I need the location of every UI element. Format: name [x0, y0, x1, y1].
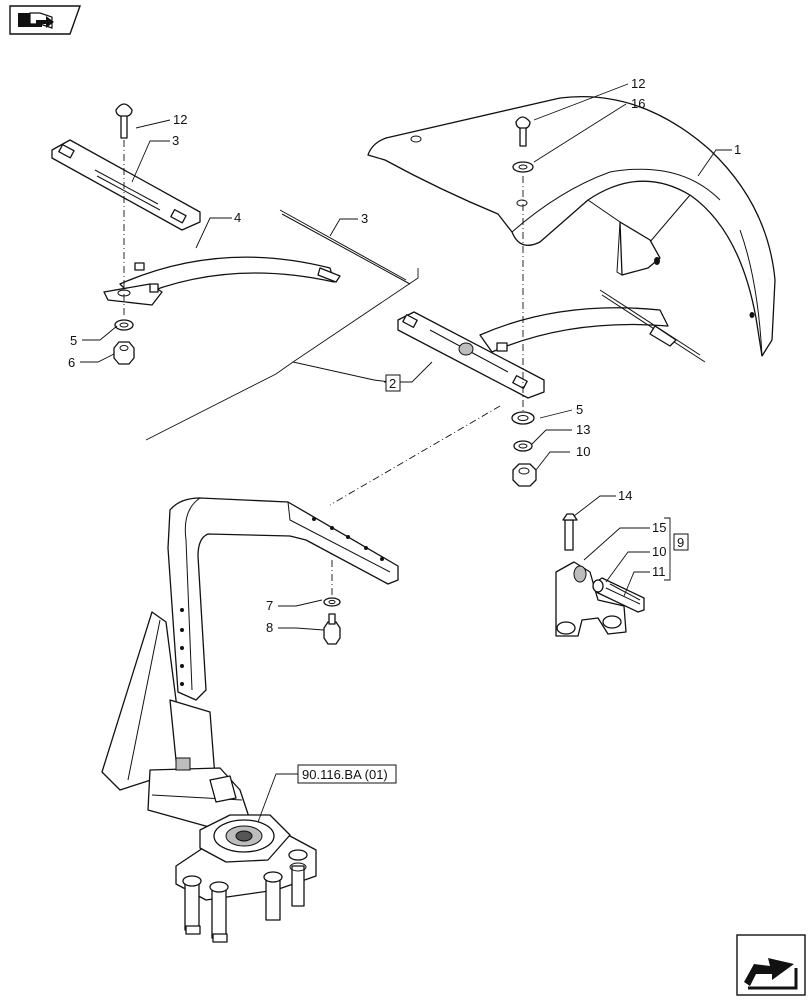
left-bracket-4: [103, 256, 341, 306]
callout-16[interactable]: 16: [631, 96, 645, 111]
callouts: 12 3 4 3 5 6 12 16 1 5 13 10 14 15 10 11…: [68, 76, 741, 635]
callout-1[interactable]: 1: [734, 142, 741, 157]
callout-10-bracket[interactable]: 10: [652, 544, 666, 559]
boxed-callout-9[interactable]: 9: [673, 533, 689, 551]
next-page-arrow-icon[interactable]: [736, 934, 808, 998]
callout-13[interactable]: 13: [576, 422, 590, 437]
callout-2[interactable]: 2: [389, 376, 396, 391]
right-hardware-stack: [511, 116, 537, 487]
callout-9[interactable]: 9: [677, 535, 684, 550]
left-strap: [51, 139, 201, 231]
right-bracket-assembly: [397, 289, 706, 399]
support-bracket: [101, 497, 399, 831]
callout-12-left[interactable]: 12: [173, 112, 187, 127]
reference-link[interactable]: 90.116.BA (01): [297, 764, 397, 784]
callout-11[interactable]: 11: [652, 564, 666, 579]
callout-12-right[interactable]: 12: [631, 76, 645, 91]
fender: [367, 95, 776, 357]
leader-lines: [80, 83, 732, 823]
lower-hardware: [323, 597, 341, 645]
hitch-coupling: [175, 775, 317, 943]
callout-5-right[interactable]: 5: [576, 402, 583, 417]
callout-5-left[interactable]: 5: [70, 333, 77, 348]
callout-4[interactable]: 4: [234, 210, 241, 225]
callout-15[interactable]: 15: [652, 520, 666, 535]
navigate-book-icon[interactable]: [6, 4, 86, 38]
callout-6[interactable]: 6: [68, 355, 75, 370]
boxed-callout-2[interactable]: 2: [385, 374, 401, 392]
callout-7[interactable]: 7: [266, 598, 273, 613]
callout-14[interactable]: 14: [618, 488, 632, 503]
small-bracket-assembly: [555, 513, 645, 637]
reference-label[interactable]: 90.116.BA (01): [302, 767, 388, 782]
callout-3-top[interactable]: 3: [172, 133, 179, 148]
callout-8[interactable]: 8: [266, 620, 273, 635]
callout-10-right[interactable]: 10: [576, 444, 590, 459]
left-hardware: [113, 103, 135, 365]
callout-3-cable[interactable]: 3: [361, 211, 368, 226]
left-cable-3: [279, 209, 411, 285]
